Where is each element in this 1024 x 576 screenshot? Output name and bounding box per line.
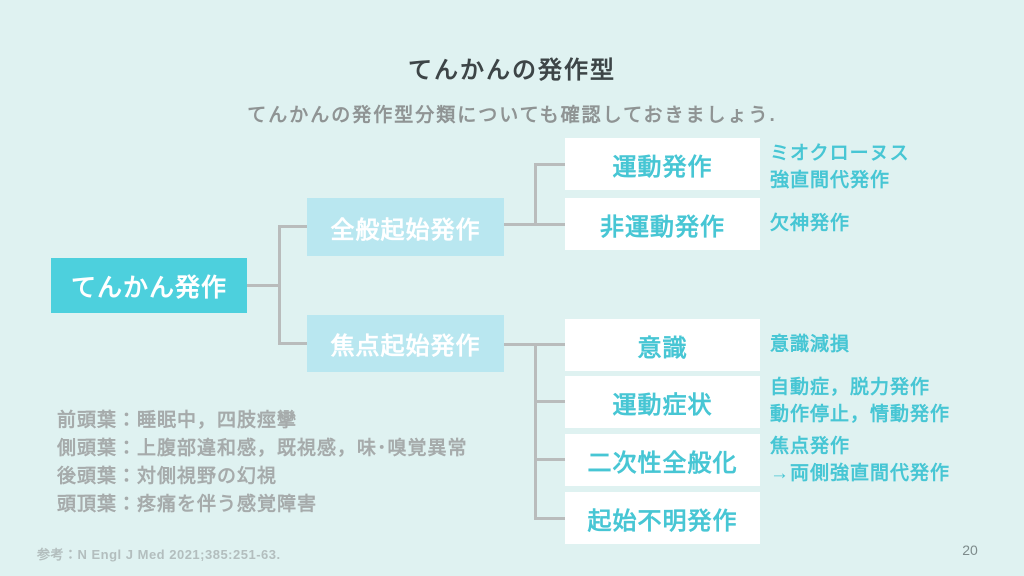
leaf-note-motor: ミオクローヌス 強直間代発作 [770, 143, 910, 191]
connector-root-horizontal [247, 284, 280, 287]
tree-node-root: てんかん発作 [51, 258, 247, 313]
tree-node-leaf-secondary-generalization: 二次性全般化 [565, 434, 760, 486]
tree-node-leaf-unknown-onset-seizure: 起始不明発作 [565, 492, 760, 544]
leaf-note-secondary-generalization: 焦点発作 →両側強直間代発作 [770, 436, 951, 484]
connector-stub-generalized [278, 225, 307, 228]
tree-node-branch-focal-onset: 焦点起始発作 [307, 315, 504, 372]
lobe-note-parietal: 頭頂葉：疼痛を伴う感覚障害 [57, 494, 318, 515]
page-number: 20 [962, 542, 978, 558]
connector-stub-secondary-generalization [534, 458, 565, 461]
lobe-note-occipital: 後頭葉：対側視野の幻視 [57, 466, 278, 487]
leaf-note-motor-symptoms: 自動症，脱力発作 動作停止，情動発作 [770, 377, 951, 425]
connector-root-vertical [278, 225, 281, 345]
tree-node-leaf-motor-symptoms: 運動症状 [565, 376, 760, 428]
connector-generalized-vertical [534, 163, 537, 226]
lobe-note-temporal: 側頭葉：上腹部違和感，既視感，味･嗅覚異常 [57, 438, 468, 459]
leaf-note-nonmotor: 欠神発作 [770, 213, 851, 234]
lobe-note-frontal: 前頭葉：睡眠中，四肢痙攣 [57, 410, 298, 431]
connector-stub-motor [534, 163, 565, 166]
connector-stub-focal [278, 342, 307, 345]
page-title: てんかんの発作型 [408, 57, 616, 84]
subtitle: てんかんの発作型分類についても確認しておきましょう. [247, 105, 777, 126]
tree-node-leaf-motor-seizure: 運動発作 [565, 138, 760, 190]
connector-focal-vertical [534, 343, 537, 520]
tree-node-leaf-awareness: 意識 [565, 319, 760, 371]
lobe-notes: 前頭葉：睡眠中，四肢痙攣 側頭葉：上腹部違和感，既視感，味･嗅覚異常 後頭葉：対… [57, 407, 468, 519]
connector-stub-motor-symptoms [534, 400, 565, 403]
tree-node-branch-generalized-onset: 全般起始発作 [307, 198, 504, 256]
reference-citation: 参考：N Engl J Med 2021;385:251-63. [37, 547, 281, 562]
leaf-note-awareness: 意識減損 [770, 334, 851, 355]
connector-stub-unknown-onset [534, 517, 565, 520]
tree-node-leaf-nonmotor-seizure: 非運動発作 [565, 198, 760, 250]
